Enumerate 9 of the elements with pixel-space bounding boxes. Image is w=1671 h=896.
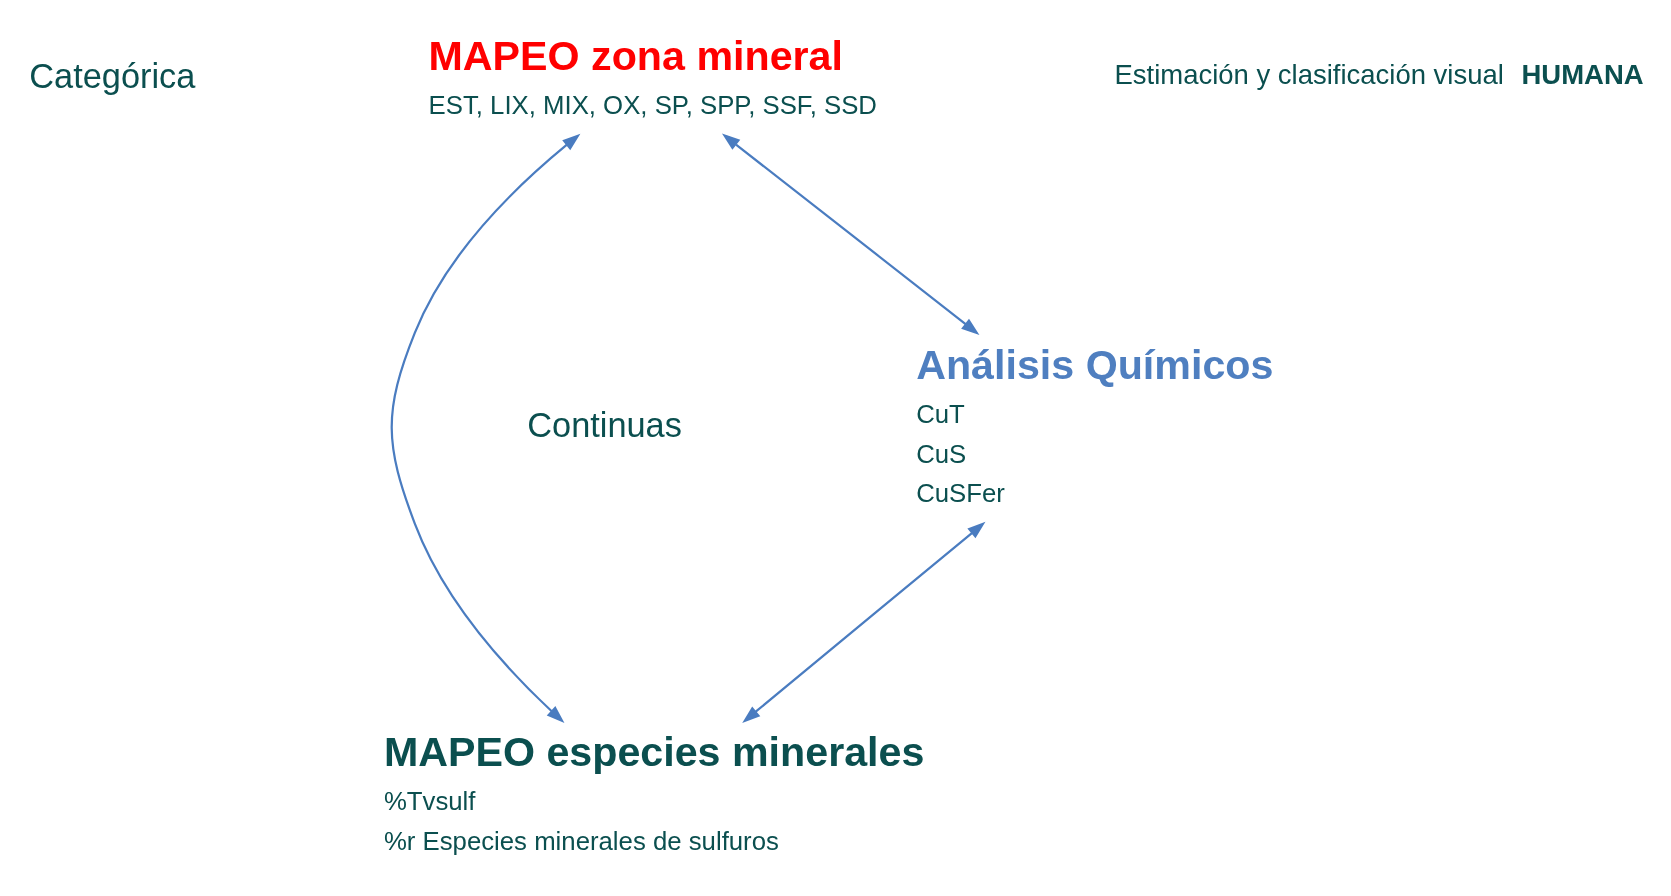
node-text: Análisis Químicos CuT CuS CuSFer xyxy=(916,341,1274,508)
label: Categórica xyxy=(29,57,196,96)
node-text: MAPEO zona mineral EST, LIX, MIX, OX, SP, SPP, SSF, SSD xyxy=(428,32,877,120)
node-text: MAPEO especies minerales %Tvsulf %r Especies minerales de sulfuros xyxy=(383,729,925,855)
arrow xyxy=(721,133,980,335)
arrow xyxy=(390,133,581,724)
label: Estimación y clasificación visual HUMANA xyxy=(1114,59,1644,91)
arrow xyxy=(742,521,986,723)
label: Continuas xyxy=(527,405,682,444)
